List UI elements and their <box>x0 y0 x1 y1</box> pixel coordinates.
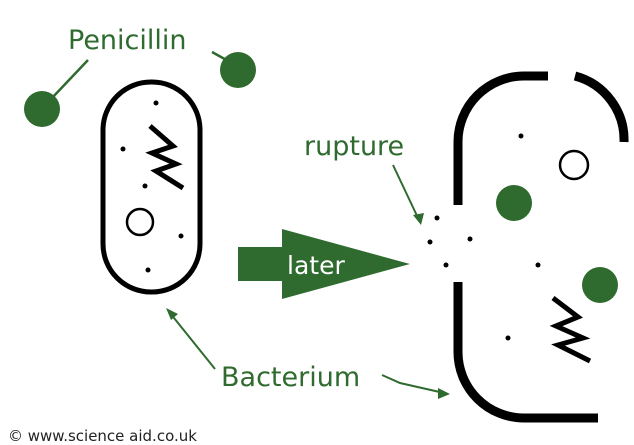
penicillin-molecule <box>220 52 256 88</box>
ribosome-dot <box>519 134 524 139</box>
rupture-pointer <box>393 165 419 220</box>
ribosome-dot <box>143 184 148 189</box>
leaking-dot <box>435 216 440 221</box>
vacuole <box>560 151 588 179</box>
ruptured-cell-wall-upper <box>458 76 548 205</box>
leaking-dot <box>468 237 473 242</box>
rupture-label: rupture <box>304 131 404 162</box>
bacterium-pointer-left-head <box>166 308 178 320</box>
penicillin-label: Penicillin <box>68 25 187 56</box>
ribosome-dot <box>154 101 159 106</box>
rupture-pointer-head <box>413 213 424 225</box>
bacterium-pointer-left <box>170 313 215 369</box>
vacuole <box>127 209 153 235</box>
ruptured-cell-wall-lower <box>458 282 598 418</box>
ribosome-dot <box>121 147 126 152</box>
ruptured-cell-wall-top-right <box>575 76 624 142</box>
ribosome-dot <box>146 268 151 273</box>
dna-strand-released <box>553 298 590 361</box>
leaking-dot <box>428 240 433 245</box>
bacterium-pointer-right <box>382 375 444 393</box>
later-label: later <box>287 251 345 280</box>
ribosome-dot <box>179 234 184 239</box>
bacterium-pointer-right-head <box>438 388 450 399</box>
leaking-dot <box>444 263 449 268</box>
copyright-credit: © www.science aid.co.uk <box>8 427 197 445</box>
ribosome-dot <box>536 263 541 268</box>
ribosome-dot <box>506 336 511 341</box>
bacterium-label: Bacterium <box>221 362 360 393</box>
intact-bacterium-cell <box>103 82 200 292</box>
penicillin-molecule-inside <box>496 185 532 221</box>
penicillin-molecule <box>24 91 60 127</box>
penicillin-molecule-inside <box>582 267 618 303</box>
penicillin-pointer-left <box>52 60 88 98</box>
